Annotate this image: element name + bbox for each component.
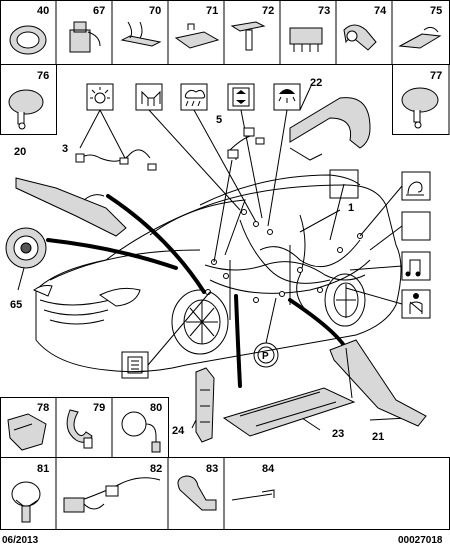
footer-reference: 00027018 bbox=[398, 535, 443, 545]
bracket-clip-part bbox=[174, 31, 220, 49]
part-number-84: 84 bbox=[262, 463, 275, 475]
rain-icon[interactable] bbox=[180, 83, 208, 111]
front-wheel bbox=[171, 289, 229, 355]
part-cell-80[interactable]: 80 bbox=[121, 402, 162, 453]
clip-plate-part bbox=[398, 33, 442, 49]
callout-24: 24 bbox=[172, 425, 185, 437]
bracket-20[interactable] bbox=[15, 177, 127, 237]
leader-lines bbox=[17, 85, 409, 431]
function-icons: P bbox=[86, 83, 431, 379]
sensor-icon[interactable] bbox=[121, 351, 149, 379]
grommet-65[interactable] bbox=[5, 227, 47, 269]
seat-icon[interactable] bbox=[135, 83, 163, 111]
harness-5[interactable] bbox=[227, 127, 265, 160]
music-icon[interactable] bbox=[401, 251, 431, 281]
parking-icon[interactable]: P bbox=[253, 342, 279, 368]
part-number-79: 79 bbox=[93, 402, 105, 414]
rail-21[interactable] bbox=[329, 339, 427, 427]
part-number-80: 80 bbox=[150, 402, 162, 414]
part-number-78: 78 bbox=[37, 402, 49, 414]
mirror-icon[interactable] bbox=[227, 83, 255, 111]
part-cell-40[interactable]: 40 bbox=[9, 5, 49, 55]
callout-5: 5 bbox=[216, 114, 222, 126]
bracket-24[interactable] bbox=[195, 367, 215, 443]
part-number-67: 67 bbox=[93, 5, 105, 17]
main-wiring-harness bbox=[204, 209, 371, 316]
strap-part bbox=[120, 35, 162, 47]
fastener-part-2 bbox=[401, 87, 439, 113]
trim-22[interactable] bbox=[289, 97, 371, 161]
part-cell-74[interactable]: 74 bbox=[343, 5, 387, 51]
footer-date: 06/2013 bbox=[2, 535, 39, 545]
part-cell-71[interactable]: 71 bbox=[174, 5, 220, 49]
part-cell-81[interactable]: 81 bbox=[11, 463, 49, 523]
clip-part bbox=[69, 21, 91, 53]
callout-20: 20 bbox=[14, 146, 26, 158]
callout-3: 3 bbox=[62, 143, 68, 155]
part-number-70: 70 bbox=[149, 5, 161, 17]
connector-part bbox=[289, 27, 323, 45]
lamp-icon[interactable] bbox=[86, 83, 114, 111]
dome-light-icon[interactable] bbox=[273, 83, 301, 111]
part-number-81: 81 bbox=[37, 463, 49, 475]
car-illustration bbox=[33, 174, 402, 373]
fastener-part bbox=[8, 89, 44, 115]
part-cell-82[interactable]: 82 bbox=[63, 463, 162, 513]
part-cell-78[interactable]: 78 bbox=[7, 402, 49, 451]
part-number-77: 77 bbox=[430, 70, 442, 82]
callout-65: 65 bbox=[10, 299, 22, 311]
blank-indicator-box-2[interactable] bbox=[401, 211, 431, 241]
part-number-76: 76 bbox=[37, 70, 49, 82]
callout-23: 23 bbox=[332, 428, 344, 440]
harness-3[interactable] bbox=[75, 149, 157, 171]
part-cell-67[interactable]: 67 bbox=[69, 5, 105, 53]
part-cell-72[interactable]: 72 bbox=[230, 5, 274, 51]
callout-21: 21 bbox=[372, 431, 384, 443]
part-cell-79[interactable]: 79 bbox=[66, 402, 105, 449]
callout-labels: 1 3 5 20 21 22 23 24 65 bbox=[10, 77, 384, 443]
part-cell-77[interactable]: 77 bbox=[392, 64, 450, 135]
rear-wheel bbox=[324, 273, 366, 327]
car-body-outline bbox=[35, 184, 402, 373]
callout-22: 22 bbox=[310, 77, 322, 89]
part-cell-75[interactable]: 75 bbox=[398, 5, 442, 49]
part-cell-84[interactable]: 84 bbox=[231, 463, 275, 501]
part-number-71: 71 bbox=[206, 5, 218, 17]
horn-icon[interactable] bbox=[401, 171, 431, 201]
tray-23[interactable] bbox=[222, 387, 356, 437]
part-cell-73[interactable]: 73 bbox=[289, 5, 330, 52]
part-number-75: 75 bbox=[430, 5, 442, 17]
top-parts-grid: 40 67 70 71 72 73 74 bbox=[0, 0, 450, 65]
part-cell-70[interactable]: 70 bbox=[120, 5, 162, 47]
part-number-72: 72 bbox=[262, 5, 274, 17]
part-number-83: 83 bbox=[206, 463, 218, 475]
svg-text:P: P bbox=[262, 351, 269, 362]
part-number-73: 73 bbox=[318, 5, 330, 17]
part-number-74: 74 bbox=[374, 5, 387, 17]
part-number-40: 40 bbox=[37, 5, 49, 17]
part-cell-76[interactable]: 76 bbox=[0, 64, 57, 135]
seatbelt-icon[interactable] bbox=[401, 289, 431, 319]
plate-part bbox=[230, 21, 266, 32]
part-number-82: 82 bbox=[150, 463, 162, 475]
callout-1: 1 bbox=[348, 202, 354, 214]
part-cell-83[interactable]: 83 bbox=[177, 463, 218, 511]
